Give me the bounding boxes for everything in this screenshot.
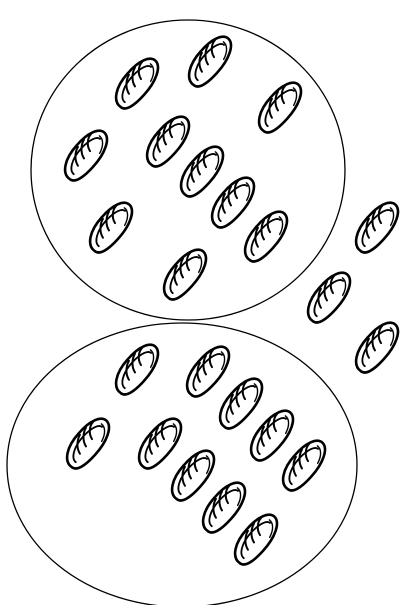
bottom-circle-items (56, 341, 336, 568)
bread-loaf-icon (136, 113, 200, 170)
bread-loaf-icon (128, 415, 192, 472)
bread-loaf-icon (105, 341, 169, 398)
bread-loaf-icon (345, 199, 409, 256)
bread-loaf-icon (192, 479, 256, 536)
bread-loaf-icon (105, 55, 169, 112)
bread-loaf-icon (54, 127, 118, 184)
bread-loaf-icon (178, 33, 242, 90)
bread-loaf-icon (176, 343, 240, 400)
bread-loaf-icon (153, 246, 217, 303)
bread-loaf-icon (248, 79, 312, 136)
bread-loaf-icon (297, 269, 361, 326)
top-group-circle (31, 20, 345, 320)
bread-loaf-icon (234, 208, 298, 265)
bread-loaf-icon (56, 415, 120, 472)
bread-loaf-icon (224, 511, 288, 568)
outside-items (297, 199, 409, 376)
bread-loaf-icon (79, 199, 143, 256)
bottom-group-circle (7, 323, 357, 605)
top-circle-items (54, 33, 312, 303)
bread-loaf-icon (345, 319, 409, 376)
